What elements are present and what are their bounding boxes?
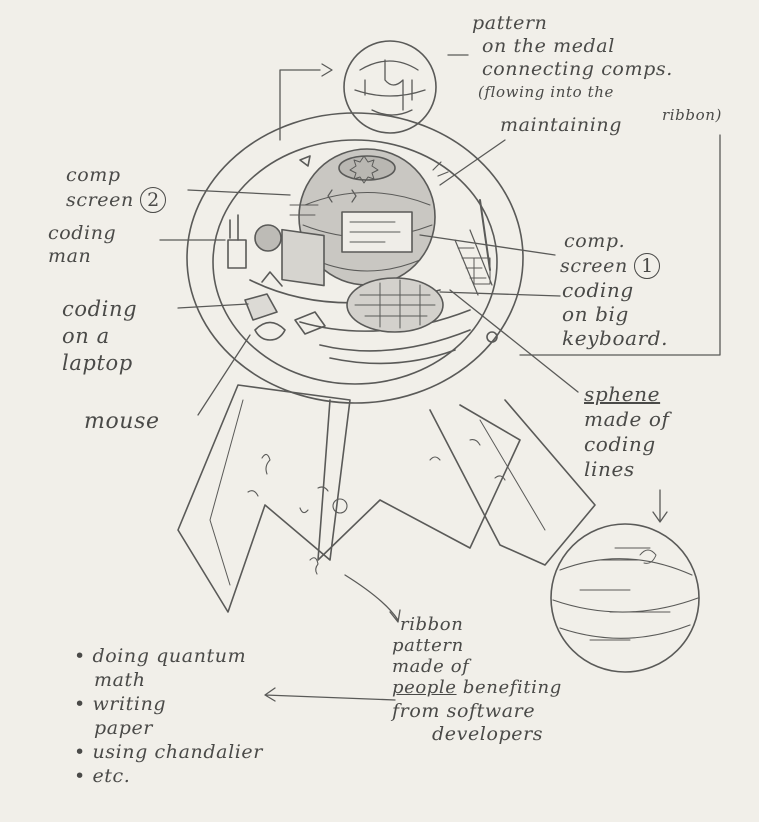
ribbon-note-people: people [392, 677, 457, 698]
maintaining-label: maintaining [500, 114, 623, 136]
sphere-line-4: lines [584, 457, 635, 481]
pattern-medallion-drawing [343, 40, 437, 134]
idea-item-2: • writing [74, 693, 167, 715]
ribbon-note-line-4: people benefiting [392, 677, 562, 698]
coding-laptop-line-3: laptop [62, 351, 133, 375]
coding-laptop-line-1: coding [62, 297, 138, 321]
ribbon-center-tail [317, 399, 521, 561]
ribbon-note-line-6: developers [432, 723, 544, 745]
big-keyboard-line-1: coding [562, 278, 634, 302]
idea-item-1-cont: math [94, 669, 146, 691]
big-keyboard-line-2: on big [562, 302, 629, 326]
comp-screen-2-drawing [281, 228, 325, 287]
sphere-label: sphene made of coding lines [584, 382, 670, 482]
ribbon-note-label: ribbon pattern made of people benefiting… [392, 614, 562, 745]
ribbon-note-line-3: made of [392, 656, 470, 677]
idea-item-2-cont: paper [94, 717, 153, 739]
ribbon-note-line-1: ribbon [400, 614, 464, 635]
comp-screen-2-number: 2 [140, 187, 167, 213]
pattern-note-line-2: on the medal [482, 35, 615, 57]
sphere-line-3: coding [584, 432, 656, 456]
idea-item-4: • etc. [74, 765, 131, 787]
comp-screen-2-line-1: comp [66, 164, 121, 186]
ribbon-left-tail [177, 384, 351, 613]
comp-screen-1-line-2: screen [560, 255, 628, 277]
coding-laptop-line-2: on a [62, 324, 110, 348]
pattern-note-line-4: (flowing into the [478, 83, 614, 101]
pattern-note-label: pattern on the medal connecting comps. (… [472, 12, 673, 104]
ribbon-note-line-2: pattern [392, 635, 464, 656]
pattern-note-line-3: connecting comps. [482, 58, 673, 80]
coding-man-line-2: man [48, 245, 92, 267]
idea-item-1: • doing quantum [74, 645, 247, 667]
comp-screen-2-label: comp screen 2 [66, 164, 167, 213]
idea-item-3: • using chandalier [74, 741, 263, 763]
coding-laptop-label: coding on a laptop [62, 296, 137, 377]
sphere-line-1: sphene [584, 382, 661, 406]
coding-man-line-1: coding [48, 222, 117, 244]
big-keyboard-label: coding on big keyboard. [562, 278, 668, 350]
coding-lines-sphere-drawing [550, 523, 700, 673]
mouse-label: mouse [84, 409, 160, 434]
comp-screen-1-line-1: comp. [564, 230, 626, 252]
sphere-line-2: made of [584, 407, 670, 431]
ideas-list: • doing quantum math • writing paper • u… [74, 644, 263, 788]
ribbon-note-line-5: from software [392, 700, 536, 722]
pattern-note-line-1: pattern [472, 12, 548, 34]
medal-inner-ring [212, 139, 498, 385]
ribbon-right-tail [429, 399, 596, 566]
comp-screen-2-line-2: screen [66, 189, 134, 211]
ribbon-note-benefiting: benefiting [462, 677, 562, 698]
pattern-note-line-5: ribbon) [662, 106, 722, 124]
coding-man-label: coding man [48, 222, 116, 268]
comp-screen-1-label: comp. screen 1 [560, 230, 661, 279]
comp-screen-1-number: 1 [634, 253, 661, 279]
medal-outer-ring [186, 112, 524, 404]
big-keyboard-line-3: keyboard. [562, 326, 669, 350]
